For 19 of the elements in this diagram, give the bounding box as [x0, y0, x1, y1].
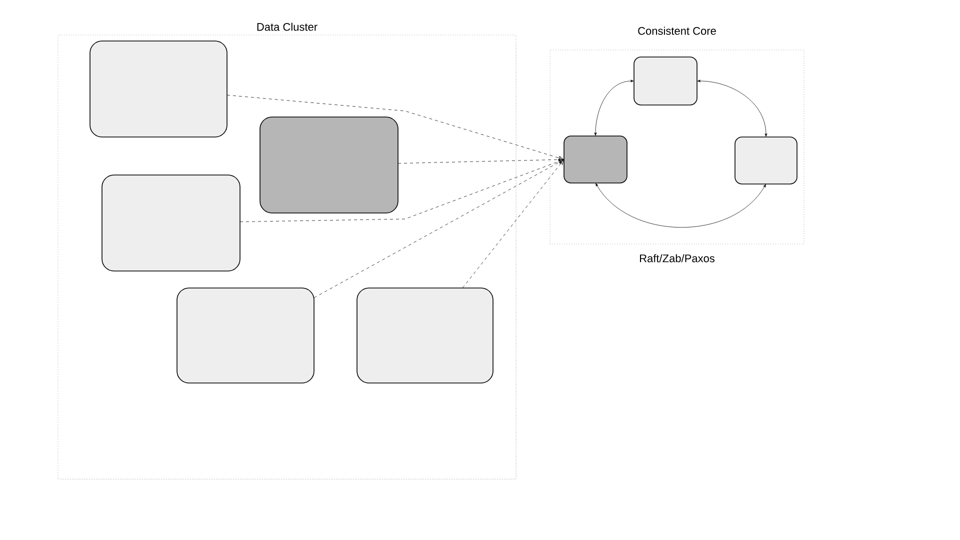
rounded-box	[634, 56, 698, 106]
arrow	[462, 160, 564, 288]
node-label: Consistent Core	[638, 26, 716, 35]
arrow	[314, 160, 564, 298]
rounded-box	[260, 116, 398, 214]
arrow	[596, 183, 766, 228]
node-label: Raft/Zab/Paxos	[640, 254, 715, 262]
rounded-box	[176, 288, 314, 384]
arrow	[594, 80, 634, 136]
arrow	[240, 159, 564, 222]
rounded-box	[564, 136, 628, 184]
rounded-box	[734, 136, 798, 184]
rounded-box	[102, 174, 240, 272]
arrow	[398, 157, 564, 164]
node-label: Data Cluster	[257, 22, 318, 31]
arrow	[697, 80, 768, 137]
arrow	[226, 94, 564, 160]
rounded-box	[90, 40, 228, 138]
rounded-box	[356, 288, 494, 384]
